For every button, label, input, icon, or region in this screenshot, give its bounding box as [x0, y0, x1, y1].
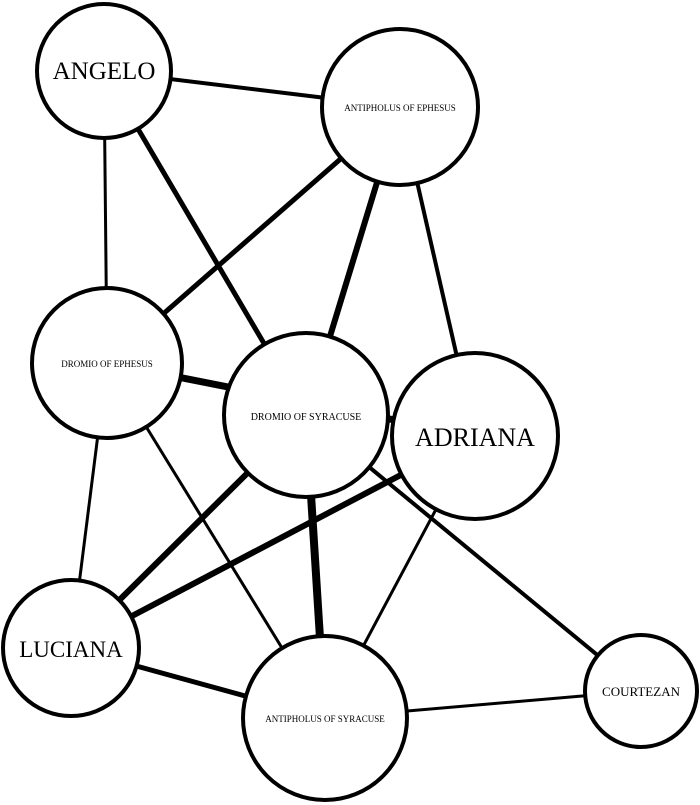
node-dromio-of-syracuse[interactable]: DROMIO OF SYRACUSE	[222, 331, 390, 499]
node-dromio-of-ephesus-label: DROMIO OF EPHESUS	[61, 359, 153, 369]
node-luciana-circle	[1, 578, 141, 718]
node-dromio-of-syracuse-label: DROMIO OF SYRACUSE	[251, 412, 362, 423]
node-antipholus-of-ephesus[interactable]: ANTIPHOLUS OF EPHESUS	[320, 27, 480, 187]
node-courtezan-label: COURTEZAN	[602, 684, 681, 699]
node-angelo-label: ANGELO	[53, 58, 156, 85]
node-dromio-of-ephesus-circle	[30, 286, 184, 440]
node-antipholus-of-syracuse-circle	[241, 634, 409, 802]
node-adriana-label: ADRIANA	[415, 423, 535, 452]
node-luciana[interactable]: LUCIANA	[1, 578, 141, 718]
node-courtezan-circle	[583, 633, 699, 749]
node-dromio-of-ephesus[interactable]: DROMIO OF EPHESUS	[30, 286, 184, 440]
node-adriana[interactable]: ADRIANA	[390, 351, 560, 521]
node-luciana-label: LUCIANA	[19, 637, 123, 662]
node-antipholus-of-syracuse[interactable]: ANTIPHOLUS OF SYRACUSE	[241, 634, 409, 802]
node-adriana-circle	[390, 351, 560, 521]
node-angelo[interactable]: ANGELO	[35, 2, 173, 140]
node-antipholus-of-ephesus-label: ANTIPHOLUS OF EPHESUS	[344, 103, 456, 113]
node-antipholus-of-syracuse-label: ANTIPHOLUS OF SYRACUSE	[265, 714, 385, 724]
node-courtezan[interactable]: COURTEZAN	[583, 633, 699, 749]
node-antipholus-of-ephesus-circle	[320, 27, 480, 187]
node-dromio-of-syracuse-circle	[222, 331, 390, 499]
node-angelo-circle	[35, 2, 173, 140]
